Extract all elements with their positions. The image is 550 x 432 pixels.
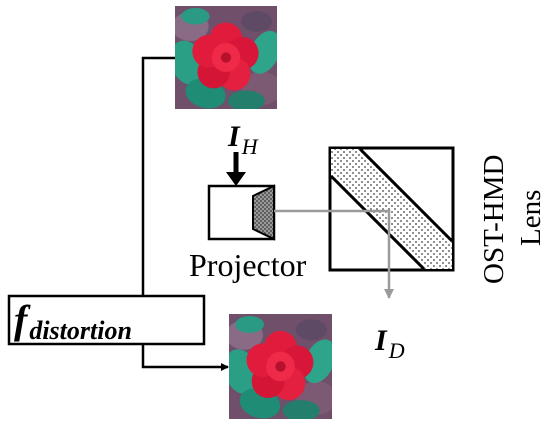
projector-lens	[252, 184, 275, 241]
output-connector-arrow	[141, 344, 229, 371]
input-label: IH	[227, 120, 259, 159]
input-arrow-head	[226, 172, 246, 186]
distorted-image	[229, 314, 332, 419]
beam-splitter	[331, 149, 452, 269]
light-path-arrow	[274, 209, 394, 299]
lens-label-line1: OST-HMD	[478, 155, 510, 284]
projector-label: Projector	[189, 247, 307, 283]
distortion-function-label: fdistortion	[14, 297, 132, 345]
input-image	[175, 6, 277, 109]
output-label: ID	[374, 324, 405, 363]
input-connector-line	[141, 56, 175, 296]
lens-label-line2: Lens	[515, 190, 547, 246]
distortion-function-box	[7, 294, 206, 346]
